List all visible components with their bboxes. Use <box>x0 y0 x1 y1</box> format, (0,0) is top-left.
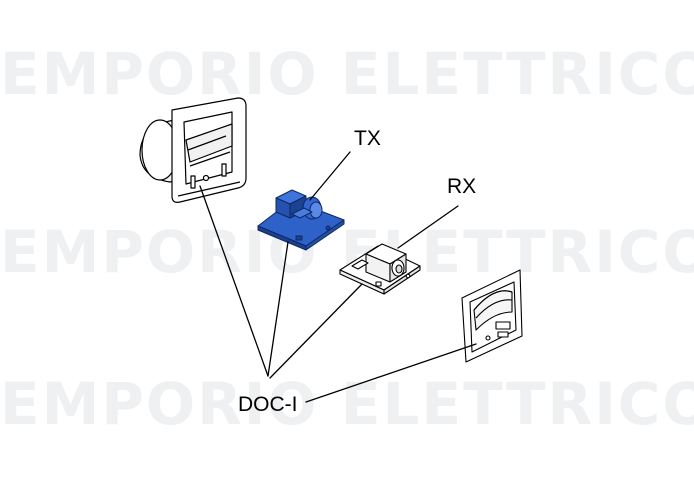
watermark-text: EMPORIO ELETTRICO <box>0 40 694 108</box>
rx-label: RX <box>447 175 477 198</box>
leader-line-cover <box>305 343 477 403</box>
housing-part <box>139 97 247 203</box>
rx-board-part <box>339 243 421 295</box>
tx-board-part <box>257 189 345 251</box>
leader-line-housing <box>199 185 269 377</box>
cover-plate-part <box>461 269 523 363</box>
tx-label: TX <box>354 127 381 150</box>
leader-line-tx <box>309 151 351 201</box>
watermark-text: EMPORIO ELETTRICO <box>0 370 694 438</box>
leader-line-tx-board <box>267 241 289 377</box>
doc-i-label: DOC-I <box>238 393 298 416</box>
leader-line-rx <box>397 205 459 249</box>
leader-lines <box>199 151 477 403</box>
leader-line-rx-board <box>269 283 363 379</box>
